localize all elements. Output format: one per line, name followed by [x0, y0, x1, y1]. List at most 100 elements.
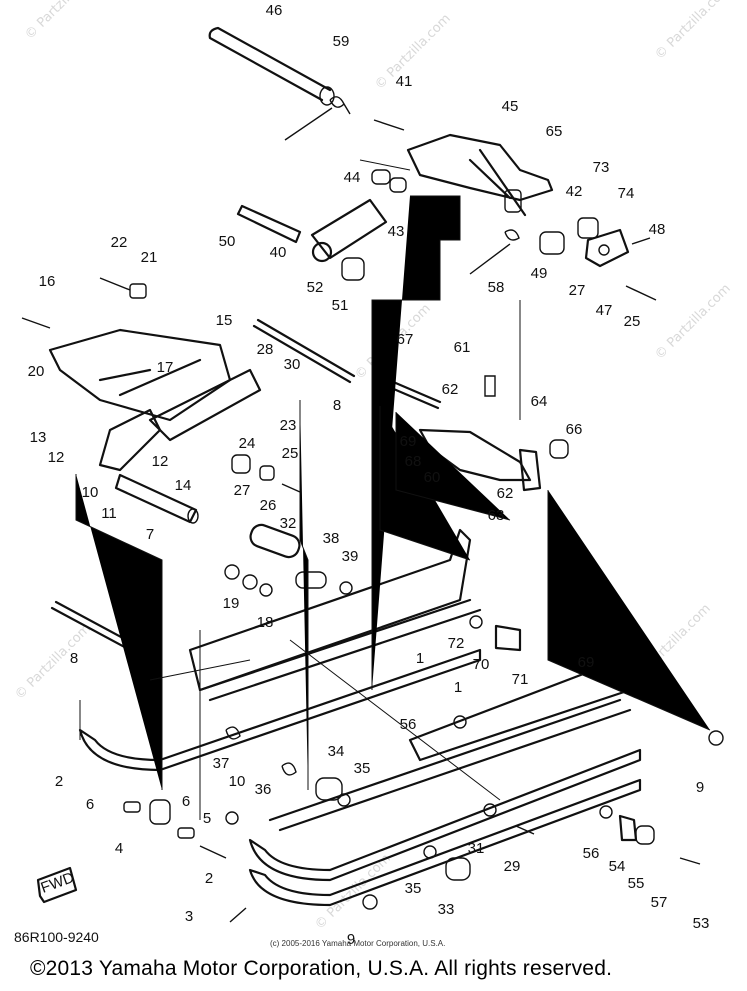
callout-55: 55 — [628, 875, 645, 892]
callout-12: 12 — [152, 453, 169, 470]
callout-54: 54 — [609, 858, 626, 875]
callout-44: 44 — [344, 169, 361, 186]
callout-69: 69 — [400, 433, 417, 450]
callout-58: 58 — [488, 279, 505, 296]
callout-48: 48 — [649, 221, 666, 238]
callout-14: 14 — [175, 477, 192, 494]
catalog-code: 86R100-9240 — [14, 929, 99, 945]
callout-32: 32 — [280, 515, 297, 532]
callout-31: 31 — [468, 840, 485, 857]
callout-49: 49 — [531, 265, 548, 282]
callout-1: 1 — [454, 679, 462, 696]
callout-12: 12 — [48, 449, 65, 466]
collars — [341, 169, 630, 281]
callout-21: 21 — [141, 249, 158, 266]
callout-13: 13 — [30, 429, 47, 446]
callout-8: 8 — [70, 650, 78, 667]
callout-15: 15 — [216, 312, 233, 329]
callout-37: 37 — [213, 755, 230, 772]
front-arm-assembly-15 — [48, 328, 262, 524]
watermark: © Partzilla.com — [372, 11, 454, 93]
callout-4: 4 — [115, 840, 123, 857]
callout-22: 22 — [111, 234, 128, 251]
callout-5: 5 — [203, 810, 211, 827]
rear-arm-assembly-60 — [380, 375, 569, 498]
callout-33: 33 — [438, 901, 455, 918]
callout-3: 3 — [185, 908, 193, 925]
spring-58 — [469, 229, 520, 275]
callout-50: 50 — [219, 233, 236, 250]
bolts-upper — [21, 119, 657, 329]
callout-7: 7 — [146, 526, 154, 543]
shock-absorber — [236, 198, 388, 263]
callout-26: 26 — [260, 497, 277, 514]
callout-40: 40 — [270, 244, 287, 261]
callout-19: 19 — [223, 595, 240, 612]
callout-28: 28 — [257, 341, 274, 358]
callout-69: 69 — [578, 654, 595, 671]
callout-35: 35 — [354, 760, 371, 777]
callout-11: 11 — [101, 505, 117, 522]
callout-74: 74 — [618, 185, 635, 202]
callout-8: 8 — [333, 397, 341, 414]
callout-35: 35 — [405, 880, 422, 897]
callout-9: 9 — [347, 931, 355, 948]
callout-47: 47 — [596, 302, 613, 319]
upper-shaft-46 — [208, 26, 335, 106]
callout-66: 66 — [566, 421, 583, 438]
callout-2: 2 — [55, 773, 63, 790]
callout-62: 62 — [442, 381, 459, 398]
callout-16: 16 — [39, 273, 56, 290]
callout-9: 9 — [696, 779, 704, 796]
callout-10: 10 — [229, 773, 246, 790]
callout-6: 6 — [86, 796, 94, 813]
callout-6: 6 — [182, 793, 190, 810]
callout-57: 57 — [651, 894, 668, 911]
callout-38: 38 — [323, 530, 340, 547]
callout-1: 1 — [416, 650, 424, 667]
callout-73: 73 — [593, 159, 610, 176]
callout-18: 18 — [257, 614, 274, 631]
callout-61: 61 — [454, 339, 471, 356]
callout-41: 41 — [396, 73, 413, 90]
callout-27: 27 — [569, 282, 586, 299]
callout-2: 2 — [205, 870, 213, 887]
callout-63: 63 — [488, 507, 505, 524]
small-copyright: (c) 2005-2016 Yamaha Motor Corporation, … — [270, 939, 446, 948]
watermark: © Partzilla.com — [652, 0, 734, 63]
callout-71: 71 — [512, 671, 529, 688]
callout-65: 65 — [546, 123, 563, 140]
callout-39: 39 — [342, 548, 359, 565]
footer-copyright: ©2013 Yamaha Motor Corporation, U.S.A. A… — [30, 957, 613, 980]
watermark: © Partzilla.com — [652, 281, 734, 363]
callout-43: 43 — [388, 223, 405, 240]
callout-53: 53 — [693, 915, 710, 932]
callout-56: 56 — [583, 845, 600, 862]
callout-29: 29 — [504, 858, 521, 875]
callout-59: 59 — [333, 33, 350, 50]
callout-67: 67 — [397, 331, 414, 348]
lower-small-parts — [123, 615, 724, 923]
callout-60: 60 — [424, 469, 441, 486]
fwd-arrow-icon: FWD — [36, 866, 78, 904]
callout-36: 36 — [255, 781, 272, 798]
callout-42: 42 — [566, 183, 583, 200]
rod-8-upper — [252, 318, 356, 384]
guide-lines — [75, 159, 711, 820]
middle-collars — [224, 454, 353, 597]
callout-17: 17 — [157, 359, 174, 376]
callout-10: 10 — [82, 484, 99, 501]
watermark: © Partzilla.com — [22, 0, 104, 43]
callout-23: 23 — [280, 417, 297, 434]
callout-70: 70 — [473, 656, 490, 673]
callout-20: 20 — [28, 363, 45, 380]
callout-25: 25 — [282, 445, 299, 462]
callout-72: 72 — [448, 635, 465, 652]
watermark: © Partzilla.com — [12, 621, 94, 703]
callout-25: 25 — [624, 313, 641, 330]
callout-64: 64 — [531, 393, 548, 410]
callout-62: 62 — [497, 485, 514, 502]
upper-arm-assembly-45 — [406, 133, 554, 217]
